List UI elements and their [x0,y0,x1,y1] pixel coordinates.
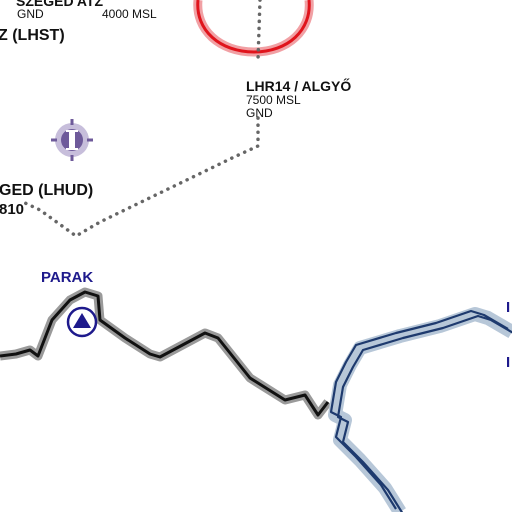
lhr14-name: LHR14 / ALGYŐ [246,78,352,94]
airfield-lhst-label: Z (LHST) [0,27,65,44]
lhr14-upper: 7500 MSL [246,93,301,107]
restricted-area-boundary[interactable] [196,0,311,54]
szeged-atz-upper: 4000 MSL [102,7,157,21]
river-bank-a[interactable] [329,309,509,510]
airfield-icon[interactable] [51,119,93,161]
river-bank-b[interactable] [336,314,512,512]
parak-label: PARAK [41,269,94,286]
edge-label-fragment-1: I [506,299,511,316]
route-dotted-line[interactable] [23,0,262,239]
szeged-atz-lower: GND [17,7,44,21]
airfield-lhud-elevation: 810 [0,201,25,218]
edge-label-fragment-2: I [506,354,511,371]
airfield-lhud-label: GED (LHUD) [0,182,94,199]
reporting-point-icon[interactable] [66,306,98,338]
szeged-atz-name: SZEGED ATZ [16,0,104,9]
lhr14-lower: GND [246,106,273,120]
restricted-area-halo [193,0,314,57]
country-border[interactable] [0,290,330,417]
